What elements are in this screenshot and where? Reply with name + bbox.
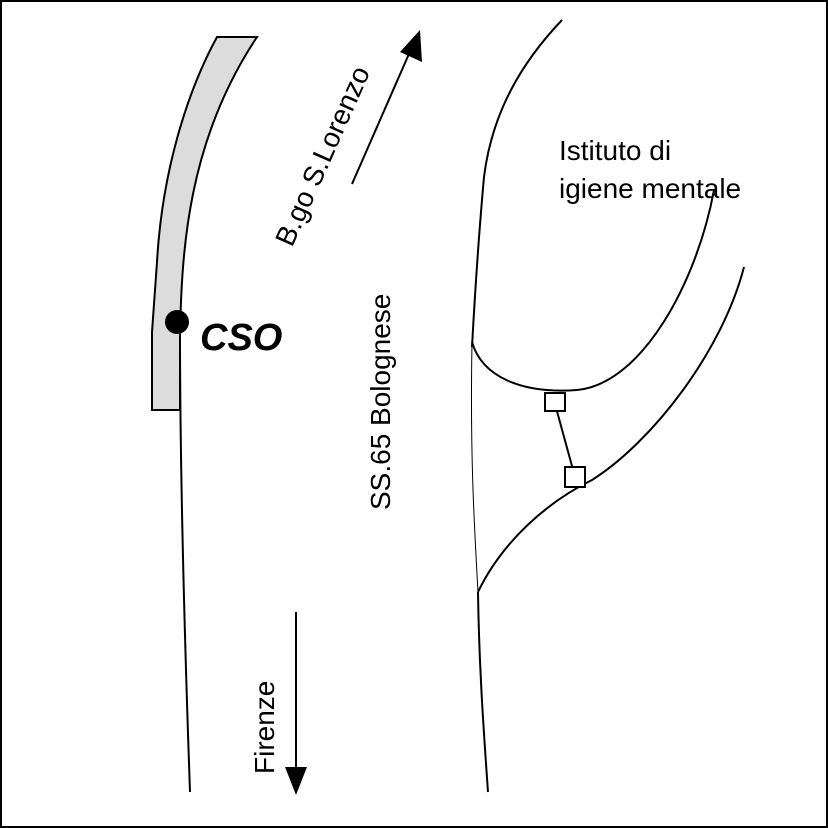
right-road-lower-edge [477,591,489,793]
institute-road-upper [471,189,715,392]
right-road-upper-edge [471,19,563,348]
institute-road-lower [477,266,745,593]
institute-label-line1: Istituto di [559,135,671,166]
firenze-label: Firenze [249,681,280,774]
main-road-left-edge [179,331,191,793]
borgo-road-label: B.go S.Lorenzo [269,61,376,250]
institute-label-line2: igiene mentale [559,173,741,204]
cso-site-marker [165,310,189,334]
main-road-label: SS.65 Bolognese [365,294,396,510]
gate-marker-lower [564,466,586,488]
connector-line [554,403,576,478]
gate-marker-upper [544,392,566,412]
north-arrow-shaft [351,46,413,185]
right-road-thin-edge [470,341,479,593]
south-arrow-head [285,767,307,795]
north-arrow-head [400,30,422,62]
cso-label: CSO [200,317,282,359]
